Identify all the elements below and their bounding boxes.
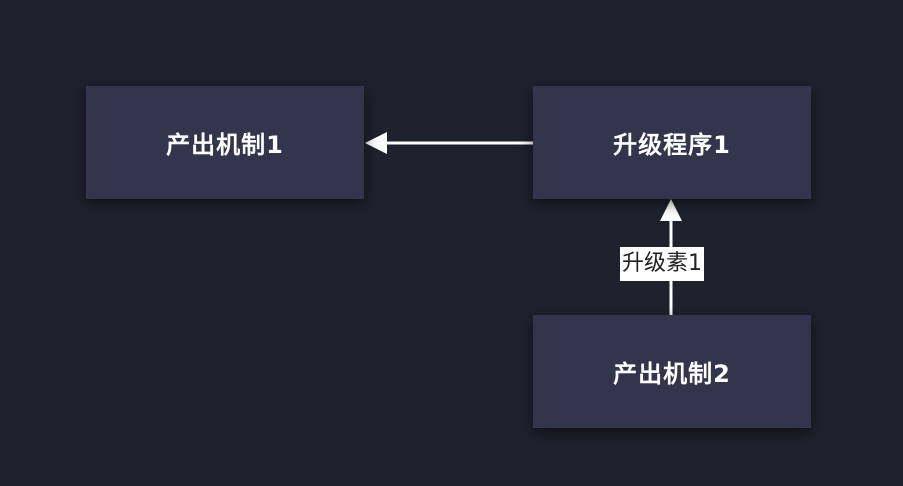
node-upgrade-program-1[interactable]: 升级程序1: [533, 86, 811, 199]
node-label: 产出机制2: [613, 360, 731, 388]
arrowhead-n1: [365, 132, 387, 154]
node-label: 升级程序1: [613, 131, 731, 159]
edge-label-upgrade-element-1: 升级素1: [620, 247, 704, 281]
node-output-mechanism-1[interactable]: 产出机制1: [86, 86, 364, 199]
node-output-mechanism-2[interactable]: 产出机制2: [533, 315, 811, 428]
node-label: 产出机制1: [166, 131, 284, 159]
arrowhead-n2: [660, 199, 682, 221]
